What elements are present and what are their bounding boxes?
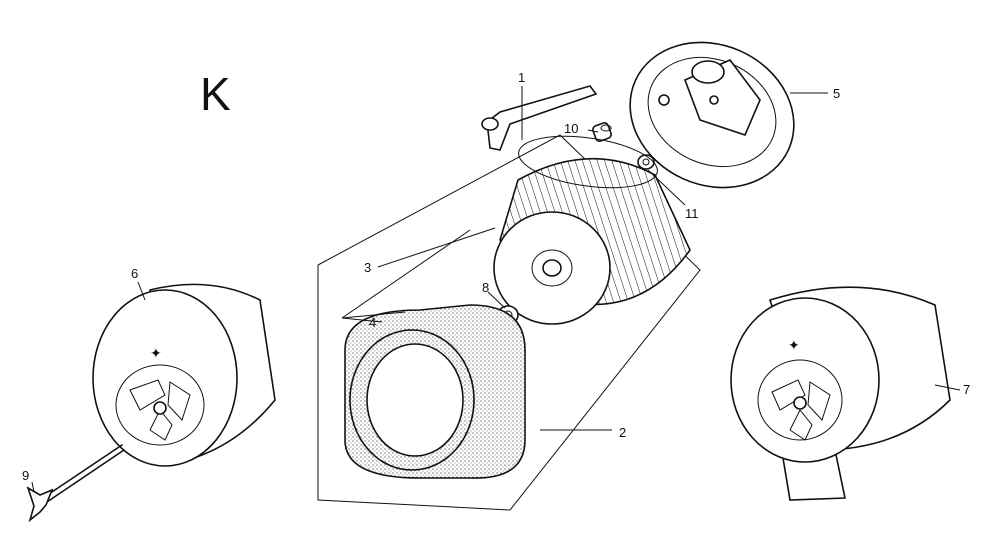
part-10-bushing xyxy=(592,122,612,142)
callout-11: 11 xyxy=(685,206,699,221)
part-11-grommet xyxy=(637,154,655,170)
callout-7: 7 xyxy=(963,382,970,397)
callout-9: 9 xyxy=(22,468,29,483)
callout-5: 5 xyxy=(833,86,840,101)
part-3-filter-element xyxy=(493,135,691,325)
part-7-cover-snorkel: ✦ xyxy=(730,286,951,501)
callout-6: 6 xyxy=(131,266,138,281)
callout-1: 1 xyxy=(518,70,525,85)
callout-labels: 1 2 3 4 5 6 7 8 9 10 11 xyxy=(22,70,970,483)
logo-mark: ✦ xyxy=(150,347,162,362)
part-6-cover: ✦ xyxy=(92,283,276,467)
callout-10: 10 xyxy=(564,121,578,136)
part-5-housing-plate xyxy=(629,41,795,189)
callout-4: 4 xyxy=(369,315,376,330)
callout-2: 2 xyxy=(619,425,626,440)
callout-8: 8 xyxy=(482,280,489,295)
assembly-group-outline xyxy=(317,134,701,511)
part-1-tube xyxy=(481,85,598,151)
leader-lines xyxy=(31,86,961,493)
part-9-wing-bolt xyxy=(26,444,125,523)
section-letter: K xyxy=(200,68,231,120)
part-4-foam-prefilter xyxy=(344,304,526,479)
logo-mark: ✦ xyxy=(788,339,800,354)
callout-3: 3 xyxy=(364,260,371,275)
